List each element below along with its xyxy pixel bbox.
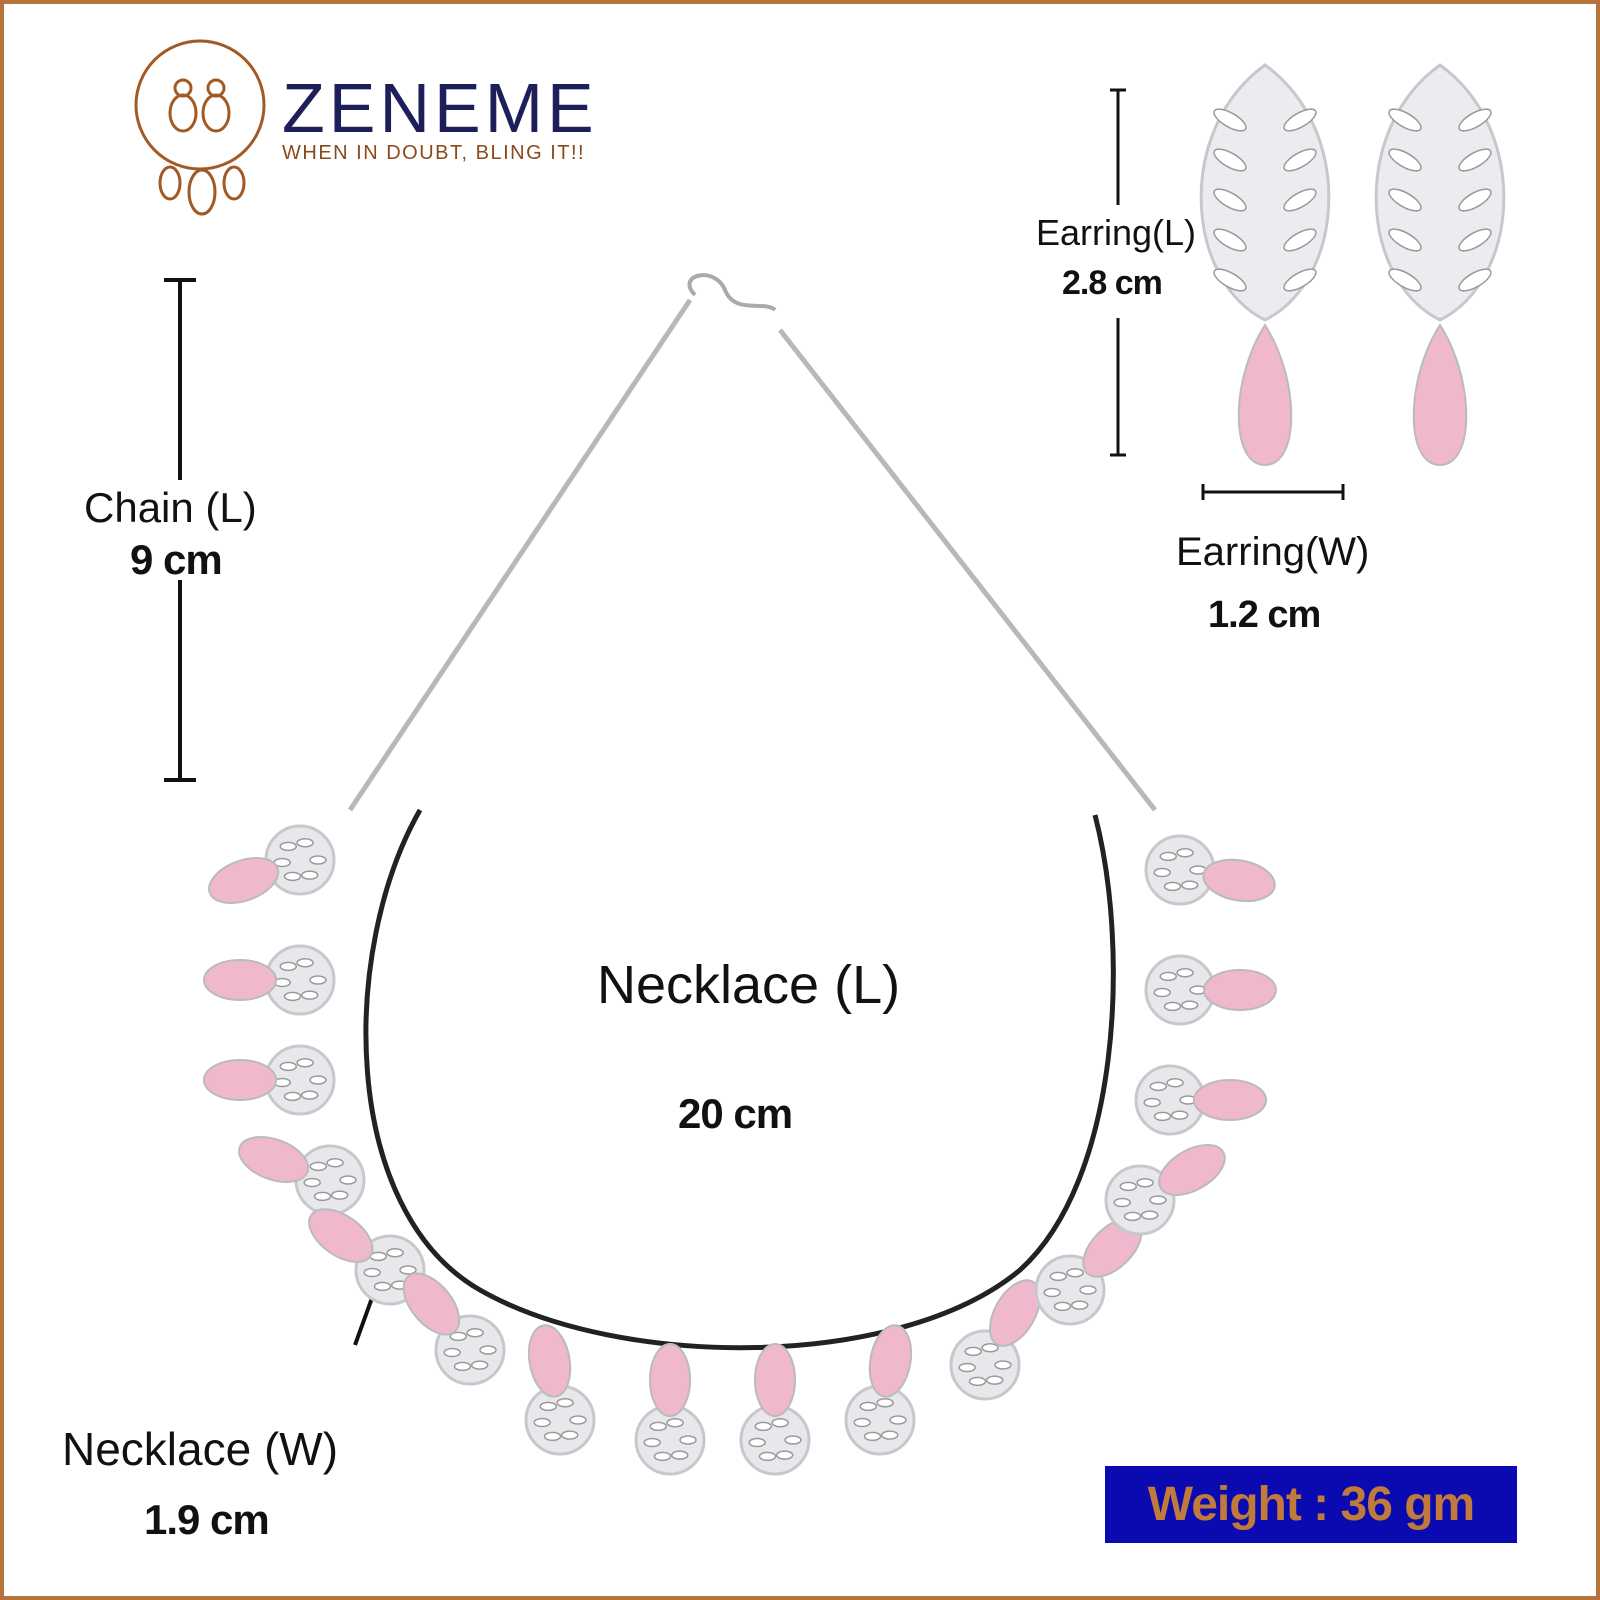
necklace-length-value: 20 cm <box>678 1090 793 1137</box>
necklace-length-arc <box>363 808 1116 1351</box>
pink-stone-icon <box>203 959 277 1001</box>
pendant <box>739 1343 811 1476</box>
earring-length-label: Earring(L) <box>1036 212 1197 253</box>
pendant <box>1034 1217 1143 1326</box>
necklace-chain <box>347 298 1157 812</box>
pink-stone-icon <box>1193 1079 1267 1121</box>
necklace-clasp-icon <box>687 273 777 312</box>
chain-length-label: Chain (L) <box>84 484 257 531</box>
pendant <box>1104 1144 1226 1236</box>
brand-logo-icon <box>134 39 266 216</box>
brand-name: ZENEME <box>282 69 598 147</box>
pink-stone-icon <box>868 1324 913 1398</box>
pink-stone-icon <box>1412 323 1468 467</box>
pendant <box>238 1136 366 1216</box>
pink-stone-icon <box>1237 323 1293 467</box>
pendant <box>949 1279 1041 1401</box>
pink-stone-icon <box>308 1208 374 1263</box>
pendant <box>208 824 336 904</box>
pendant <box>1134 1064 1267 1136</box>
pink-stone-icon <box>754 1343 796 1417</box>
earring-length-marker <box>1110 88 1126 457</box>
necklace-pendants <box>203 824 1277 1476</box>
earring <box>1199 63 1331 467</box>
earrings <box>1199 63 1506 467</box>
earring-width-marker <box>1201 484 1345 500</box>
pink-stone-icon <box>203 1059 277 1101</box>
chain-length-value: 9 cm <box>130 536 223 583</box>
pink-stone-icon <box>649 1343 691 1417</box>
chain-length-marker <box>164 278 196 782</box>
pendant <box>402 1272 506 1386</box>
pink-stone-icon <box>1203 969 1277 1011</box>
earring-length-value: 2.8 cm <box>1062 264 1163 302</box>
pendant <box>844 1324 916 1456</box>
earring-width-value: 1.2 cm <box>1208 594 1321 636</box>
pink-stone-icon <box>238 1136 310 1183</box>
pink-stone-icon <box>989 1279 1041 1347</box>
pendant <box>524 1324 596 1456</box>
pink-stone-icon <box>208 857 280 904</box>
pendant <box>1144 834 1276 906</box>
pink-stone-icon <box>527 1324 572 1398</box>
pendant <box>1144 954 1277 1026</box>
pink-stone-icon <box>402 1272 461 1336</box>
brand-tagline: WHEN IN DOUBT, BLING IT!! <box>282 142 586 164</box>
pendant <box>203 944 336 1016</box>
necklace-width-value: 1.9 cm <box>144 1496 270 1543</box>
weight-badge: Weight : 36 gm <box>1105 1466 1517 1543</box>
earring-width-label: Earring(W) <box>1176 530 1370 574</box>
pendant <box>203 1044 336 1116</box>
earring <box>1374 63 1506 467</box>
pink-stone-icon <box>1202 858 1276 903</box>
pendant <box>634 1343 706 1476</box>
necklace-width-label: Necklace (W) <box>62 1423 339 1475</box>
pink-stone-icon <box>1158 1144 1226 1196</box>
necklace-length-label: Necklace (L) <box>597 955 901 1015</box>
